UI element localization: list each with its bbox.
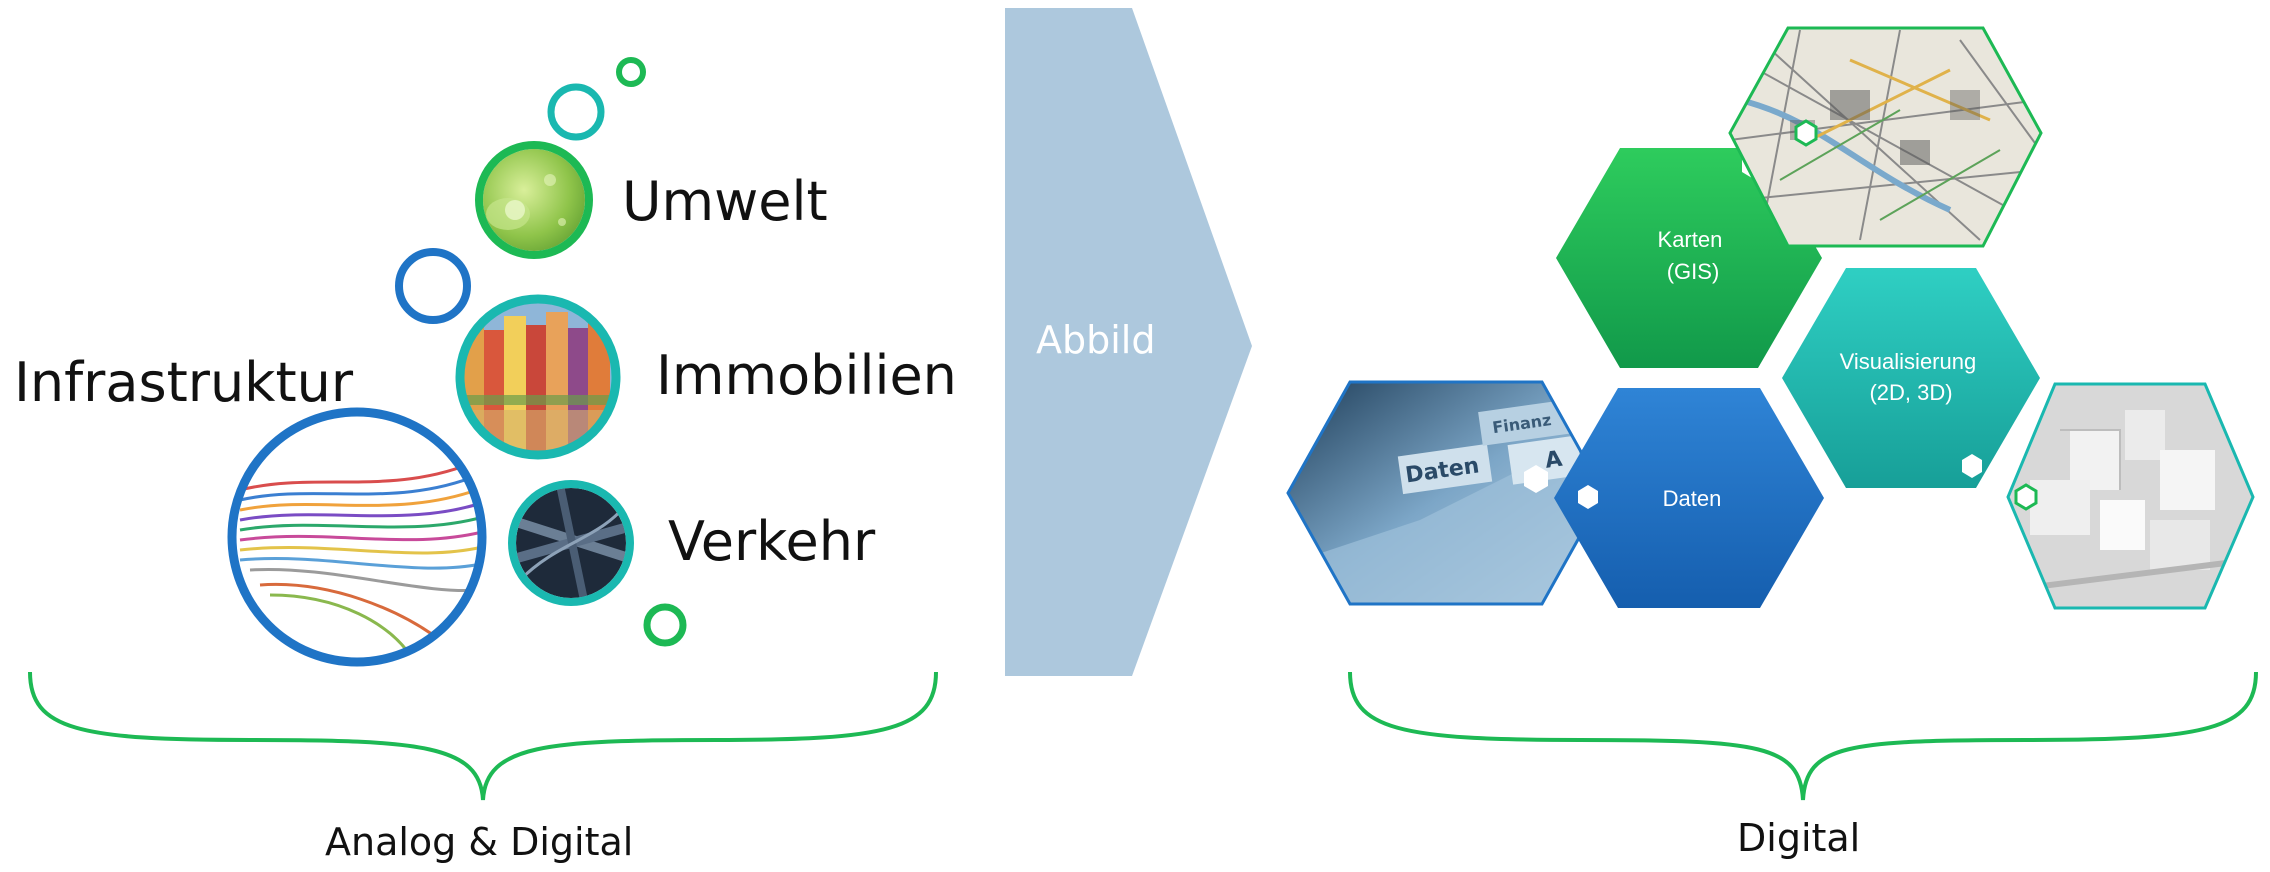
svg-text:Karten (GIS): Karten (GIS) — [1658, 227, 1729, 284]
daten-hexagon: Daten — [1554, 388, 1824, 608]
hex-marker-icon — [1962, 454, 1982, 478]
infrastruktur-image-circle — [227, 407, 487, 667]
visualisierung-label-line1: Visualisierung — [1840, 349, 1977, 374]
label-immobilien: Immobilien — [656, 344, 957, 407]
umwelt-image-circle — [475, 141, 593, 259]
karten-label-line1: Karten — [1658, 227, 1723, 252]
caption-analog-digital: Analog & Digital — [325, 820, 634, 864]
daten-label: Daten — [1663, 486, 1722, 511]
visualisierung-label-line2: (2D, 3D) — [1869, 380, 1952, 405]
visualisierung-hexagon: Visualisierung (2D, 3D) — [1782, 268, 2040, 488]
left-curly-brace — [28, 671, 938, 801]
ring-decor-teal — [547, 83, 605, 141]
daten-folders-photo-hexagon: Daten Finanz A — [1286, 380, 1606, 606]
caption-digital: Digital — [1737, 816, 1861, 860]
map-photo-hexagon — [1728, 26, 2043, 248]
verkehr-image-circle — [508, 480, 634, 606]
right-curly-brace — [1348, 671, 2258, 801]
arrow-label-abbild: Abbild — [1036, 318, 1156, 362]
label-verkehr: Verkehr — [668, 510, 876, 573]
immobilien-image-circle — [455, 294, 621, 460]
hex-marker-icon — [1524, 465, 1548, 493]
ring-decor-green-bottom — [643, 603, 687, 647]
label-infrastruktur: Infrastruktur — [14, 351, 354, 414]
hex-marker-icon — [1794, 119, 1818, 147]
3d-city-photo-hexagon — [2006, 382, 2255, 610]
ring-decor-small-green — [616, 57, 646, 87]
photo-tab-a: A — [1543, 447, 1563, 474]
abbild-chevron-arrow — [1005, 8, 1252, 676]
karten-label-line2: (GIS) — [1667, 259, 1720, 284]
svg-text:Visualisierung (2D, 3D): Visualisierung (2D, 3D) — [1840, 349, 1983, 405]
hex-marker-icon — [2014, 483, 2038, 511]
ring-decor-blue — [395, 248, 471, 324]
hex-marker-icon — [1578, 485, 1598, 509]
label-umwelt: Umwelt — [622, 170, 828, 233]
